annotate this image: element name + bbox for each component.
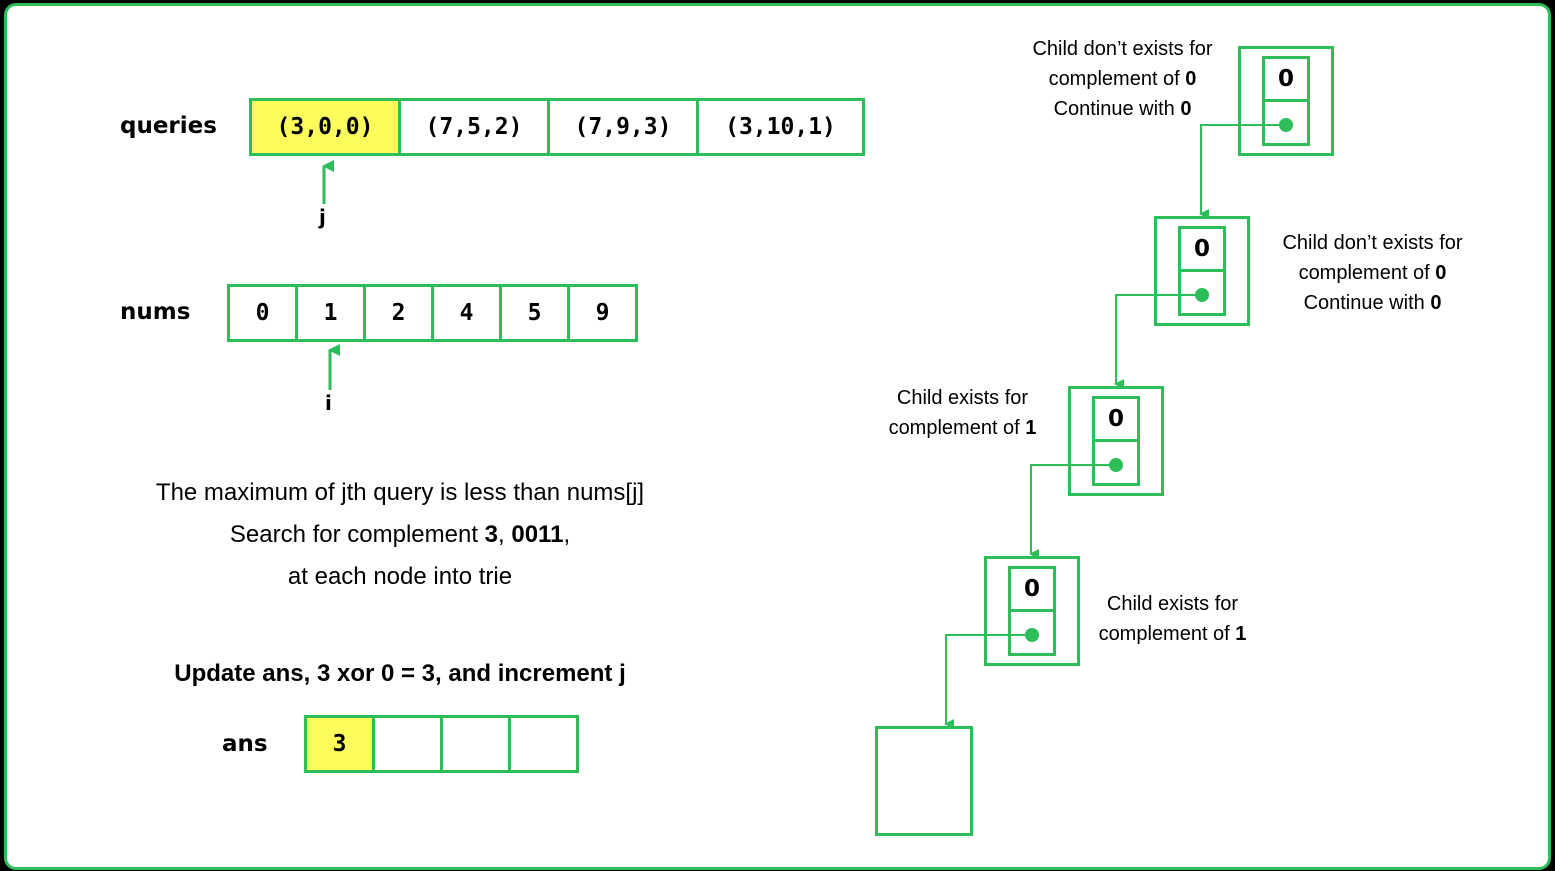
trie-leaf-node xyxy=(875,726,973,836)
query-cell: (3,10,1) xyxy=(696,98,865,156)
trie-node-value: 0 xyxy=(1095,399,1137,442)
trie-note-4: Child exists for complement of 1 xyxy=(1098,593,1247,645)
ans-cell xyxy=(440,715,511,773)
trie-node-value: 0 xyxy=(1011,569,1053,612)
query-cell: (3,0,0) xyxy=(249,98,401,156)
nums-cell: 9 xyxy=(567,284,638,342)
trie-node-value: 0 xyxy=(1265,59,1307,102)
trie-edge xyxy=(1029,464,1116,559)
trie-edge xyxy=(944,634,1032,729)
trie-note-3: Child exists for complement of 1 xyxy=(888,387,1037,439)
explanation-line-2: Search for complement 3, 0011, xyxy=(229,521,571,548)
trie-node-box: 0 xyxy=(1262,56,1310,146)
trie-node: 0 xyxy=(1238,46,1334,156)
trie-node-value: 0 xyxy=(1181,229,1223,272)
trie-node-box: 0 xyxy=(1178,226,1226,316)
trie-edge xyxy=(1199,124,1286,219)
explanation-line-1: The maximum of jth query is less than nu… xyxy=(155,479,645,506)
query-cell: (7,9,3) xyxy=(547,98,699,156)
explanation-line-3: at each node into trie xyxy=(287,563,513,590)
i-pointer-label: i xyxy=(325,391,332,415)
nums-cell: 0 xyxy=(227,284,298,342)
trie-node-box: 0 xyxy=(1008,566,1056,656)
update-text: Update ans, 3 xor 0 = 3, and increment j xyxy=(174,660,626,687)
nums-label: nums xyxy=(120,299,191,325)
trie-note-1: Child don’t exists for complement of 0 C… xyxy=(1032,38,1213,120)
nums-cell: 4 xyxy=(431,284,502,342)
nums-cell: 5 xyxy=(499,284,570,342)
trie-edge xyxy=(1114,294,1202,389)
ans-label: ans xyxy=(222,731,268,757)
queries-label: queries xyxy=(120,113,217,139)
trie-note-2: Child don’t exists for complement of 0 C… xyxy=(1282,232,1463,314)
trie-node-box: 0 xyxy=(1092,396,1140,486)
j-pointer-label: j xyxy=(319,205,326,229)
ans-cell xyxy=(508,715,579,773)
